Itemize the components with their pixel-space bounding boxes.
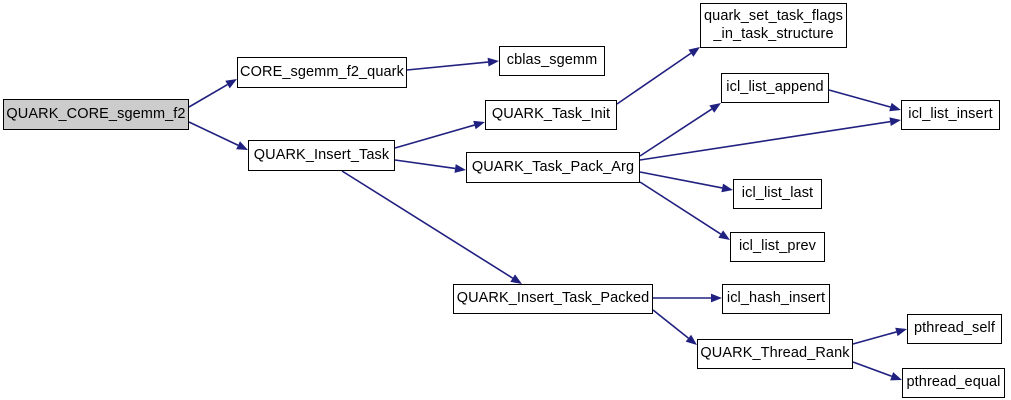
node-icl_hash_insert[interactable]: icl_hash_insert: [722, 284, 830, 314]
node-core_sgemm_f2_quark[interactable]: CORE_sgemm_f2_quark: [237, 57, 407, 88]
edge-line: [341, 170, 514, 279]
edge-line: [188, 121, 239, 147]
arrowhead-icon: [889, 102, 901, 112]
arrowhead-icon: [709, 103, 721, 113]
arrowhead-icon: [236, 141, 248, 150]
node-label: quark_set_task_flags _in_task_structure: [703, 8, 844, 42]
edge-line: [828, 89, 891, 108]
node-quark_task_pack_arg[interactable]: QUARK_Task_Pack_Arg: [466, 152, 640, 183]
node-label: QUARK_Task_Init: [491, 106, 611, 123]
node-quark_insert_task[interactable]: QUARK_Insert_Task: [248, 140, 395, 171]
edge-line: [406, 61, 489, 71]
node-label: pthread_self: [913, 320, 995, 337]
edge-quark_core_sgemm_f2-to-core_sgemm_f2_quark: [188, 79, 237, 108]
edge-line: [394, 124, 475, 149]
node-quark_task_init[interactable]: QUARK_Task_Init: [485, 100, 617, 130]
edge-line: [652, 309, 689, 339]
node-label: QUARK_Task_Pack_Arg: [471, 158, 635, 175]
node-label: icl_list_insert: [908, 106, 993, 123]
arrowhead-icon: [685, 334, 697, 345]
node-quark_insert_task_packed[interactable]: QUARK_Insert_Task_Packed: [453, 284, 653, 314]
node-icl_list_last[interactable]: icl_list_last: [733, 179, 822, 209]
arrowhead-icon: [711, 293, 722, 303]
edge-quark_thread_rank-to-pthread_equal: [852, 361, 902, 381]
arrowhead-icon: [718, 230, 730, 240]
arrowhead-icon: [688, 47, 700, 57]
edge-line: [852, 331, 897, 345]
node-cblas_sgemm[interactable]: cblas_sgemm: [499, 46, 605, 76]
node-icl_list_append[interactable]: icl_list_append: [721, 73, 829, 103]
edge-line: [639, 181, 722, 235]
edge-quark_task_pack_arg-to-icl_list_prev: [639, 181, 730, 240]
node-label: QUARK_Insert_Task_Packed: [456, 290, 650, 307]
node-label: icl_list_append: [726, 79, 824, 96]
node-label: QUARK_Thread_Rank: [700, 345, 850, 362]
node-label: CORE_sgemm_f2_quark: [240, 63, 404, 80]
node-label: icl_list_last: [741, 185, 814, 202]
arrowhead-icon: [895, 327, 907, 337]
node-quark_thread_rank[interactable]: QUARK_Thread_Rank: [697, 339, 853, 369]
arrowhead-icon: [225, 79, 237, 89]
edge-quark_insert_task-to-quark_task_init: [394, 120, 485, 149]
edge-line: [639, 120, 891, 161]
edge-quark_task_pack_arg-to-icl_list_insert: [639, 117, 901, 161]
node-icl_list_insert[interactable]: icl_list_insert: [901, 100, 1000, 130]
edge-core_sgemm_f2_quark-to-cblas_sgemm: [406, 57, 499, 71]
edge-line: [852, 361, 892, 377]
node-label: QUARK_CORE_sgemm_f2: [6, 105, 186, 122]
arrowhead-icon: [454, 164, 466, 173]
edge-quark_insert_task-to-quark_insert_task_packed: [341, 170, 522, 284]
edge-line: [188, 83, 228, 108]
node-pthread_self[interactable]: pthread_self: [907, 314, 1002, 344]
edge-line: [639, 108, 713, 157]
edge-line: [616, 52, 692, 105]
edge-quark_insert_task_packed-to-icl_hash_insert: [653, 293, 722, 303]
edge-quark_task_pack_arg-to-icl_list_append: [639, 103, 721, 157]
node-label: QUARK_Insert_Task: [253, 146, 390, 163]
edge-icl_list_append-to-icl_list_insert: [828, 89, 901, 112]
node-label: icl_hash_insert: [726, 290, 826, 307]
arrowhead-icon: [890, 372, 902, 381]
arrowhead-icon: [889, 117, 901, 127]
arrowhead-icon: [473, 120, 485, 130]
edge-quark_task_pack_arg-to-icl_list_last: [639, 171, 733, 193]
node-icl_list_prev[interactable]: icl_list_prev: [730, 232, 825, 262]
node-label: pthread_equal: [906, 374, 1001, 391]
arrowhead-icon: [510, 274, 522, 284]
edge-quark_insert_task_packed-to-quark_thread_rank: [652, 309, 697, 345]
edge-line: [394, 159, 456, 170]
edge-quark_core_sgemm_f2-to-quark_insert_task: [188, 121, 248, 150]
edge-line: [639, 171, 723, 189]
edge-quark_thread_rank-to-pthread_self: [852, 327, 907, 345]
node-label: icl_list_prev: [738, 238, 817, 255]
arrowhead-icon: [721, 183, 733, 193]
node-quark_core_sgemm_f2[interactable]: QUARK_CORE_sgemm_f2: [3, 99, 189, 130]
edge-quark_insert_task-to-quark_task_pack_arg: [394, 159, 466, 173]
node-quark_set_task_flags_in_task_structure[interactable]: quark_set_task_flags _in_task_structure: [700, 3, 847, 48]
node-pthread_equal[interactable]: pthread_equal: [902, 368, 1005, 398]
node-label: cblas_sgemm: [506, 52, 598, 69]
arrowhead-icon: [487, 57, 499, 67]
edge-quark_task_init-to-quark_set_task_flags_in_task_structure: [616, 47, 700, 105]
